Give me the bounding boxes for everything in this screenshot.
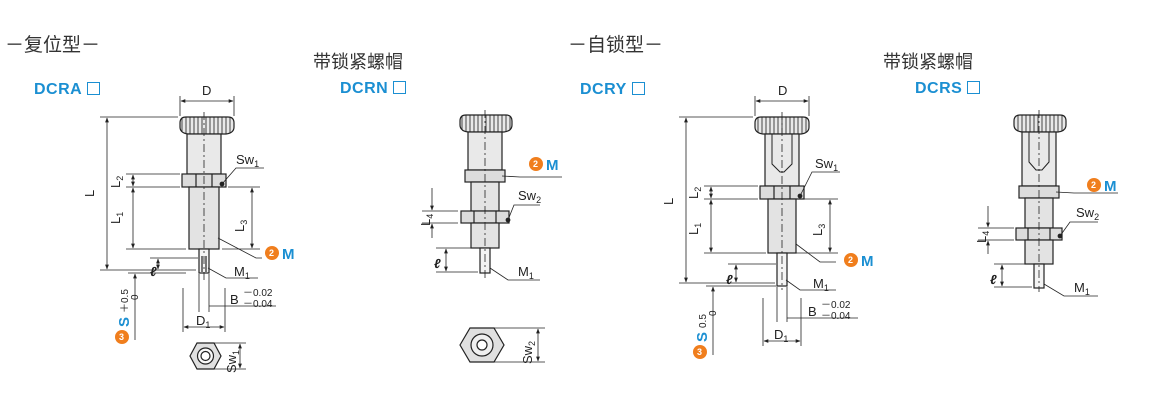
marker-M-label-dcrn: M xyxy=(546,157,559,174)
svg-text:2: 2 xyxy=(533,159,538,169)
marker-2-badge-dcry xyxy=(844,253,858,267)
dim-label-Sw2-dcrs: Sw2 xyxy=(1076,205,1099,222)
dim-label-D-dcry: D xyxy=(778,83,787,98)
dim-label-B-dcra: B xyxy=(230,292,239,307)
dim-label-L4-dcrn: L4 xyxy=(418,214,435,226)
drawing-dcrs xyxy=(978,110,1118,297)
dim-label-L-dcra: L xyxy=(82,190,97,197)
dim-label-L2-dcry: L2 xyxy=(686,187,703,199)
model-code-dcry: DCRY xyxy=(580,81,645,99)
dim-label-ell-dcra: ℓ xyxy=(150,264,157,279)
tol-B-upper-dcry: －0.02 xyxy=(821,300,851,311)
marker-M-label-dcra: M xyxy=(282,246,295,263)
lock-nut-label-dcrs: 带锁紧螺帽 xyxy=(883,52,973,72)
marker-2-badge-dcra xyxy=(265,246,279,260)
dim-label-L4-dcrs: L4 xyxy=(974,231,991,243)
dim-label-Sw1-dcry: Sw1 xyxy=(815,156,838,173)
knurled-knob xyxy=(1013,114,1067,133)
dim-label-Sw2-end-dcrn: Sw2 xyxy=(520,341,537,364)
marker-2-badge-dcrn xyxy=(529,157,543,171)
dim-label-L2-dcra: L2 xyxy=(108,176,125,188)
tol-S-upper-dcra: ＋0.5 xyxy=(120,289,131,313)
checkbox-icon xyxy=(967,81,981,94)
dim-label-Sw1-end-dcra: Sw1 xyxy=(224,350,241,373)
dim-label-M1-dcrn: M1 xyxy=(518,264,534,281)
dim-label-L3-dcra: L3 xyxy=(232,220,249,232)
marker-M-label-dcry: M xyxy=(861,253,874,270)
marker-3-badge-dcra xyxy=(115,330,129,344)
dim-label-ell-dcrs: ℓ xyxy=(990,272,997,287)
knurled-knob xyxy=(459,114,513,133)
tol-B-upper-dcra: －0.02 xyxy=(243,288,273,299)
dim-label-D-dcra: D xyxy=(202,83,211,98)
marker-2-badge-dcrs xyxy=(1087,178,1101,192)
marker-S-label-dcra: S xyxy=(116,317,133,327)
dim-label-L-dcry: L xyxy=(661,198,676,205)
dim-label-L3-dcry: L3 xyxy=(810,224,827,236)
dim-label-D1-dcra: D1 xyxy=(196,313,210,330)
svg-text:3: 3 xyxy=(119,332,124,342)
tol-S-lower-dcry: 0 xyxy=(708,310,719,316)
dim-label-D1-dcry: D1 xyxy=(774,327,788,344)
checkbox-icon xyxy=(393,81,407,94)
marker-S-label-dcry: S xyxy=(694,332,711,342)
dim-label-Sw1-dcra: Sw1 xyxy=(236,152,259,169)
marker-M-label-dcrs: M xyxy=(1104,178,1117,195)
dim-label-M1-dcry: M1 xyxy=(813,276,829,293)
svg-text:2: 2 xyxy=(269,248,274,258)
checkbox-icon xyxy=(631,82,645,95)
drawing-dcry xyxy=(679,96,858,355)
dim-label-M1-dcrs: M1 xyxy=(1074,280,1090,297)
svg-text:2: 2 xyxy=(1091,180,1096,190)
tol-S-lower-dcra: 0 xyxy=(130,294,141,300)
checkbox-icon xyxy=(87,82,101,95)
dim-label-L1-dcra: L1 xyxy=(108,212,125,224)
dim-label-M1-dcra: M1 xyxy=(234,264,250,281)
marker-3-badge-dcry xyxy=(693,345,707,359)
tol-S-upper-dcry: 0.5 xyxy=(698,314,709,328)
tol-B-lower-dcry: －0.04 xyxy=(821,311,851,322)
drawing-dcrn xyxy=(422,110,562,363)
section-title-self-lock: －自锁型－ xyxy=(568,35,664,56)
dim-label-B-dcry: B xyxy=(808,304,817,319)
dim-label-Sw2-dcrn: Sw2 xyxy=(518,188,541,205)
knurled-knob xyxy=(754,116,810,135)
dim-label-ell-dcrn: ℓ xyxy=(434,256,441,271)
drawing-dcra xyxy=(100,96,276,370)
svg-text:2: 2 xyxy=(848,255,853,265)
model-code-dcrn: DCRN xyxy=(340,80,407,98)
dim-label-ell-dcry: ℓ xyxy=(726,272,733,287)
dim-label-L1-dcry: L1 xyxy=(686,223,703,235)
svg-text:3: 3 xyxy=(697,347,702,357)
model-code-dcrs: DCRS xyxy=(915,80,981,98)
model-code-dcra: DCRA xyxy=(34,81,101,99)
section-title-reset: －复位型－ xyxy=(5,35,101,56)
lock-nut-label-dcrn: 带锁紧螺帽 xyxy=(313,52,403,72)
knurled-knob xyxy=(179,116,235,135)
tol-B-lower-dcra: －0.04 xyxy=(243,299,273,310)
